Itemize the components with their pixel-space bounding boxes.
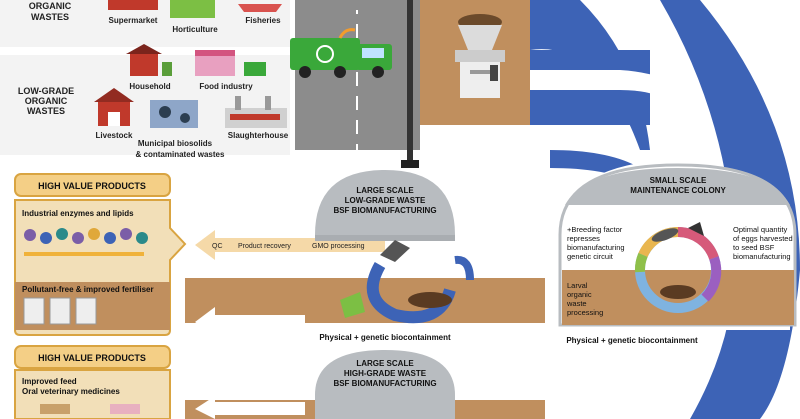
horticulture-icon: [170, 0, 215, 18]
products-bottom-title: HIGH VALUE PRODUCTS: [38, 353, 146, 363]
low-grade-label-3: WASTES: [27, 106, 65, 116]
products-top-item2: Pollutant-free & improved fertiliser: [22, 285, 154, 294]
low-dome-line1: LARGE SCALE: [356, 186, 414, 195]
high-grade-label-2: WASTES: [31, 12, 69, 22]
products-bottom-item2: Oral veterinary medicines: [22, 387, 120, 396]
products-top-title: HIGH VALUE PRODUCTS: [38, 181, 146, 191]
low-grade-label-2: ORGANIC: [25, 96, 68, 106]
fisheries-icon: [238, 4, 282, 12]
high-dome-line2: HIGH-GRADE WASTE: [344, 369, 427, 378]
source-supermarket: Supermarket: [109, 16, 158, 25]
breeding-note-4: genetic circuit: [567, 252, 614, 261]
livestock-icon: [94, 88, 134, 126]
larval-note-1: Larval: [567, 281, 588, 290]
products-top-panel: [14, 173, 187, 336]
products-bottom-panel: [14, 345, 171, 419]
eggs-note-3: to seed BSF: [733, 243, 775, 252]
high-grade-label: ORGANIC: [29, 1, 72, 11]
low-grade-label-1: LOW-GRADE: [18, 86, 74, 96]
low-dome-line3: BSF BIOMANUFACTURING: [333, 206, 436, 215]
source-slaughterhouse: Slaughterhouse: [228, 131, 289, 140]
breeding-note-2: represses: [567, 234, 600, 243]
breeding-note-1: +Breeding factor: [567, 225, 623, 234]
larval-note-4: processing: [567, 308, 603, 317]
larval-note-3: waste: [566, 299, 587, 308]
municipal-biosolids-icon: [150, 100, 198, 128]
flow-arrows-low-products: [195, 230, 385, 337]
eggs-note-2: of eggs harvested: [733, 234, 793, 243]
products-bottom-item1: Improved feed: [22, 377, 77, 386]
breeding-note-3: biomanufacturing: [567, 243, 625, 252]
flow-gmo-processing: GMO processing: [312, 243, 365, 250]
grinder-machine-icon: [455, 14, 505, 98]
low-dome-line2: LOW-GRADE WASTE: [345, 196, 426, 205]
colony-line1: SMALL SCALE: [650, 176, 707, 185]
slaughterhouse-icon: [225, 96, 287, 128]
lifecycle-ring: [634, 222, 722, 313]
eggs-note-1: Optimal quantity: [733, 225, 787, 234]
high-grade-dome: [315, 350, 455, 419]
garbage-truck-icon: [290, 28, 392, 78]
food-industry-icon: [195, 50, 266, 76]
flow-qc: QC: [212, 243, 223, 250]
source-municipal-2: & contaminated wastes: [136, 150, 225, 159]
larval-note-2: organic: [567, 290, 592, 299]
high-dome-line3: BSF BIOMANUFACTURING: [333, 379, 436, 388]
supermarket-icon: [108, 0, 158, 10]
products-top-item1: Industrial enzymes and lipids: [22, 209, 134, 218]
containment-colony: Physical + genetic biocontainment: [566, 336, 698, 345]
source-household: Household: [129, 82, 170, 91]
source-horticulture: Horticulture: [172, 25, 218, 34]
containment-low: Physical + genetic biocontainment: [319, 333, 451, 342]
eggs-note-4: biomanufacturing: [733, 252, 791, 261]
colony-line2: MAINTENANCE COLONY: [630, 186, 726, 195]
household-icon: [126, 44, 172, 76]
low-grade-dome: [315, 170, 455, 241]
flow-product-recovery: Product recovery: [238, 243, 291, 250]
source-municipal: Municipal biosolids: [138, 139, 213, 148]
low-grade-process-loop: [340, 240, 474, 324]
sources-panel: ORGANIC WASTES Supermarket Horticulture …: [0, 0, 290, 159]
source-fisheries: Fisheries: [245, 16, 281, 25]
source-livestock: Livestock: [96, 131, 133, 140]
road: [295, 0, 420, 168]
flow-arrow-high: [195, 396, 305, 419]
source-food-industry: Food industry: [199, 82, 253, 91]
high-dome-line1: LARGE SCALE: [356, 359, 414, 368]
